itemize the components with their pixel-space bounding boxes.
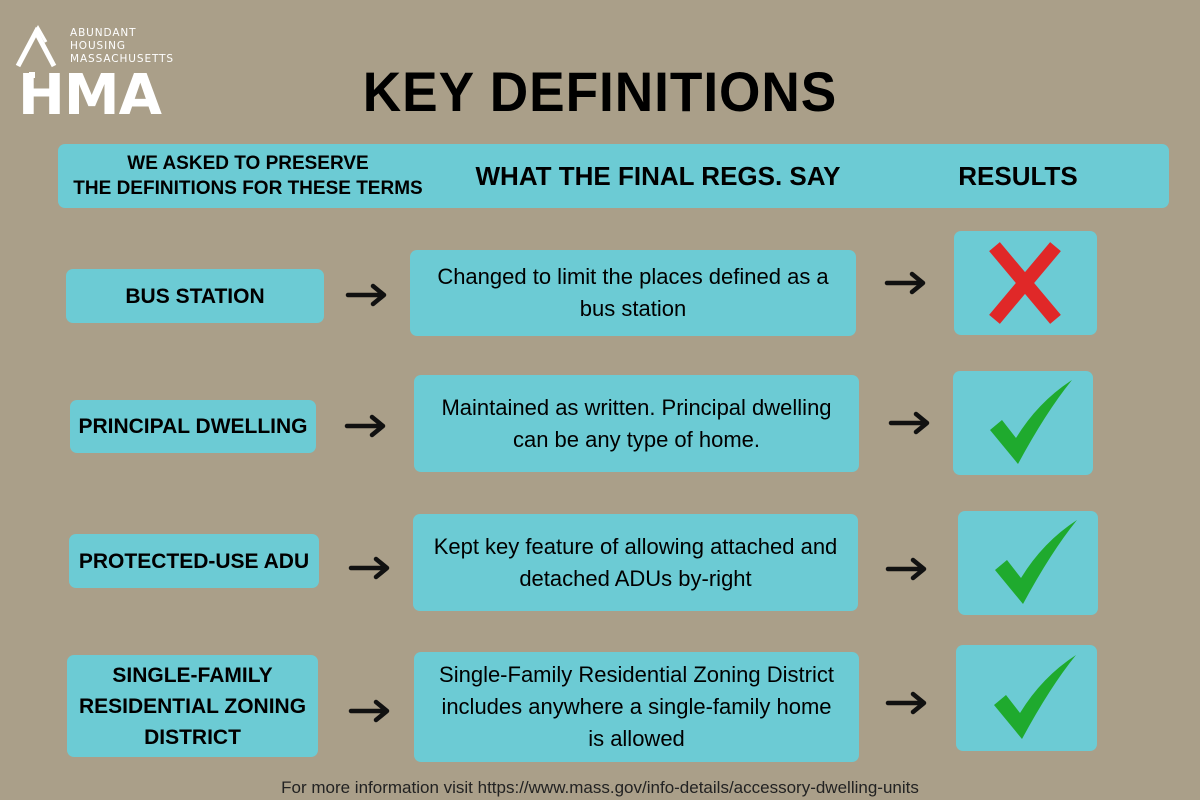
check-icon — [993, 655, 1076, 739]
regs-line: includes anywhere a single-family home — [441, 694, 832, 719]
arrow-right-icon — [888, 411, 930, 435]
header-col-terms: WE ASKED TO PRESERVE THE DEFINITIONS FOR… — [58, 148, 438, 204]
regs-box: Changed to limit the places defined as a… — [410, 250, 856, 336]
regs-text: Kept key feature of allowing attached an… — [434, 531, 838, 595]
term-label: PROTECTED-USE ADU — [79, 546, 309, 577]
term-line: BUS STATION — [125, 284, 265, 308]
header-col-regs: WHAT THE FINAL REGS. SAY — [475, 161, 841, 191]
regs-line: detached ADUs by-right — [519, 565, 752, 591]
regs-box: Maintained as written. Principal dwellin… — [414, 375, 859, 472]
header-col-terms-line2: THE DEFINITIONS FOR THESE TERMS — [73, 178, 423, 199]
arrow-right-icon — [348, 699, 390, 723]
logo-line-massachusetts: MASSACHUSETTS — [70, 53, 174, 65]
regs-box: Kept key feature of allowing attached an… — [413, 514, 858, 611]
result-box — [956, 645, 1097, 751]
arrow-right-icon — [348, 556, 390, 580]
result-box — [953, 371, 1093, 475]
term-label: SINGLE-FAMILY RESIDENTIAL ZONING DISTRICT — [79, 660, 306, 753]
header-col-terms-line1: WE ASKED TO PRESERVE — [127, 153, 369, 174]
term-line: DISTRICT — [144, 725, 241, 749]
regs-line: Maintained as written. Principal dwellin… — [441, 394, 832, 420]
result-box — [954, 231, 1097, 335]
header-bar: WE ASKED TO PRESERVE THE DEFINITIONS FOR… — [58, 144, 1169, 208]
term-box: PROTECTED-USE ADU — [69, 534, 319, 588]
result-box — [958, 511, 1098, 615]
term-box: SINGLE-FAMILY RESIDENTIAL ZONING DISTRICT — [67, 655, 318, 757]
regs-text: Single-Family Residential Zoning Distric… — [439, 659, 834, 755]
regs-line: bus station — [579, 296, 687, 321]
term-line: SINGLE-FAMILY — [112, 663, 273, 687]
regs-line: is allowed — [588, 726, 685, 751]
logo-line-abundant: ABUNDANT — [70, 27, 137, 39]
check-icon — [995, 520, 1077, 604]
term-line: PROTECTED-USE ADU — [78, 549, 310, 573]
term-line: PRINCIPAL DWELLING — [78, 415, 308, 438]
page-title: KEY DEFINITIONS — [362, 59, 838, 123]
arrow-right-icon — [344, 414, 386, 438]
logo-mark: HMA — [18, 63, 162, 128]
regs-line: Changed to limit the places defined as a — [437, 264, 829, 289]
house-roof-icon — [15, 24, 57, 78]
term-label: PRINCIPAL DWELLING — [78, 411, 307, 442]
term-line: RESIDENTIAL ZONING — [78, 694, 307, 718]
footer-info: For more information visit https://www.m… — [281, 778, 919, 797]
term-label: BUS STATION — [125, 281, 264, 312]
arrow-right-icon — [345, 283, 387, 307]
regs-line: can be any type of home. — [512, 426, 761, 452]
term-box: PRINCIPAL DWELLING — [70, 400, 316, 453]
arrow-right-icon — [885, 691, 927, 715]
header-col-results: RESULTS — [958, 161, 1078, 191]
cross-icon — [988, 242, 1061, 324]
hma-logo: ABUNDANT HOUSING MASSACHUSETTS HMA — [14, 22, 194, 126]
regs-line: Kept key feature of allowing attached an… — [433, 533, 838, 559]
regs-line: Single-Family Residential Zoning Distric… — [439, 662, 834, 687]
term-box: BUS STATION — [66, 269, 324, 323]
check-icon — [990, 380, 1072, 464]
regs-text: Changed to limit the places defined as a… — [437, 261, 828, 325]
arrow-right-icon — [884, 271, 926, 295]
regs-box: Single-Family Residential Zoning Distric… — [414, 652, 859, 762]
regs-text: Maintained as written. Principal dwellin… — [441, 392, 831, 456]
logo-line-housing: HOUSING — [70, 40, 126, 52]
arrow-right-icon — [885, 557, 927, 581]
